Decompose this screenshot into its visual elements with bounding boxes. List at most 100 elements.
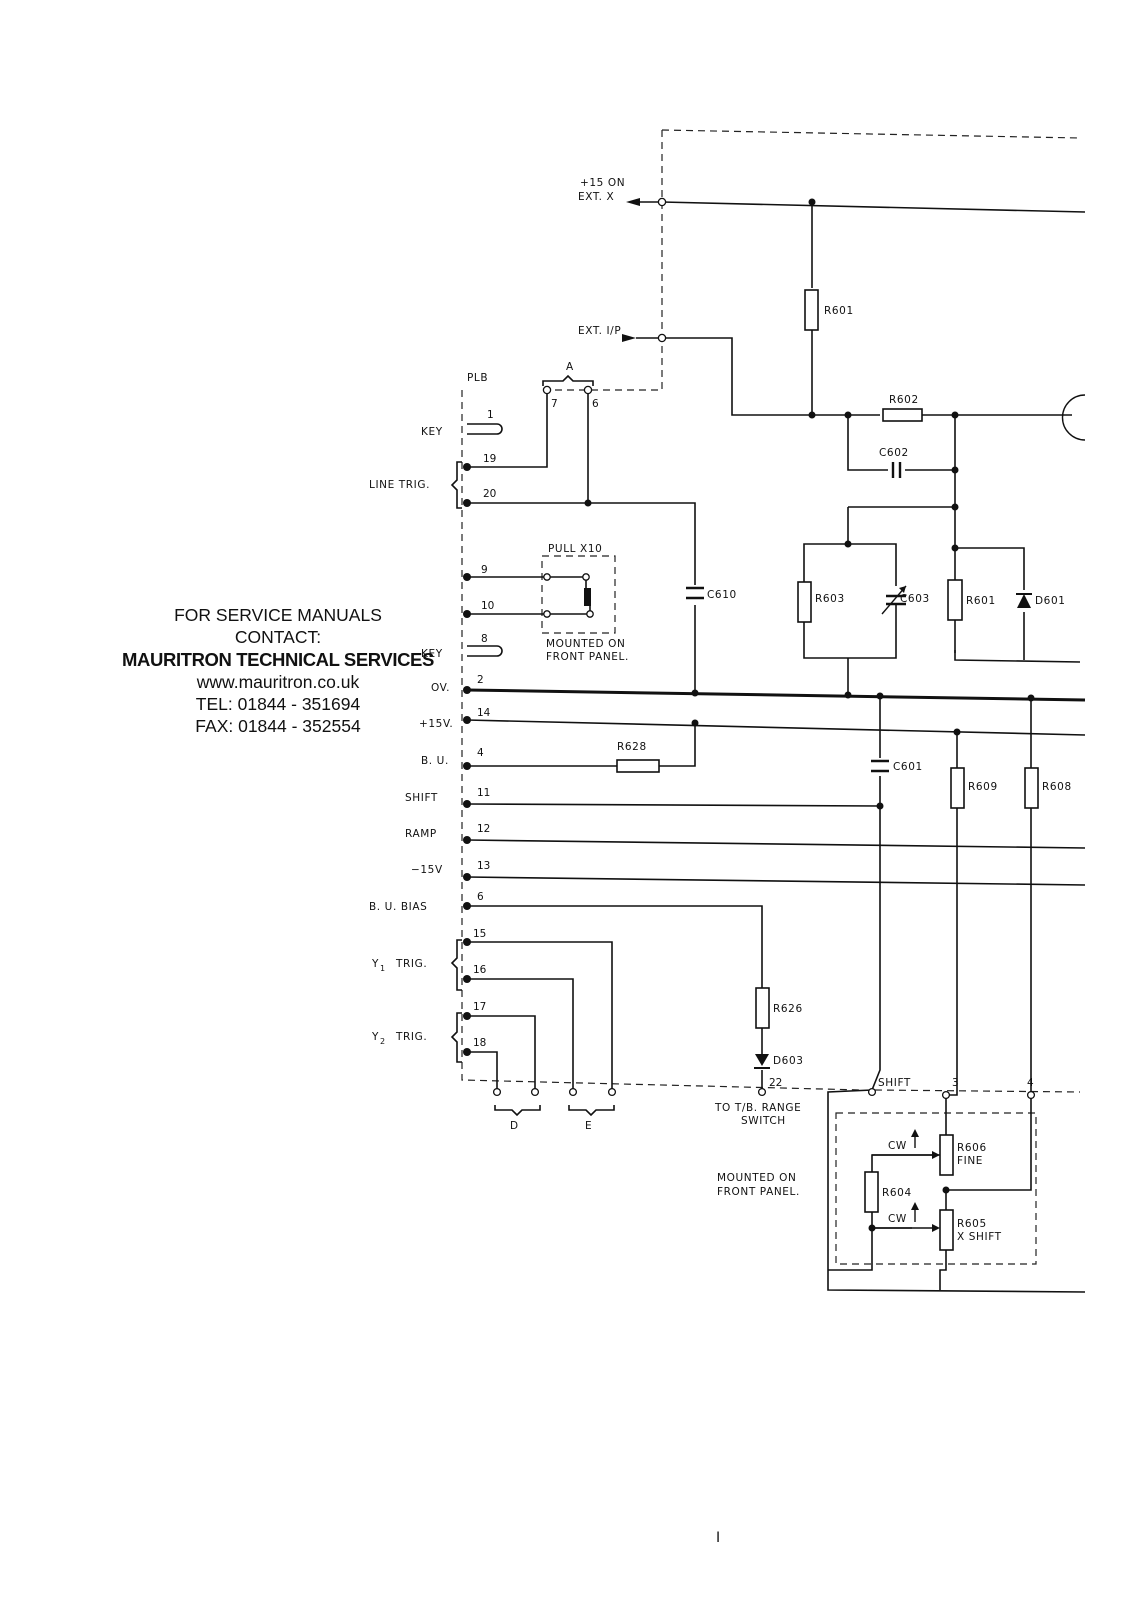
contact-fax: FAX: 01844 - 352554 <box>195 716 361 736</box>
label-c610: C610 <box>707 589 737 601</box>
wiring <box>466 201 1086 1293</box>
label-ov: OV. <box>431 682 450 694</box>
label-x-shift: X SHIFT <box>957 1231 1002 1243</box>
line-trig-bracket <box>450 461 462 509</box>
note-cw-2: CW <box>888 1213 907 1225</box>
label-c602: C602 <box>879 447 909 459</box>
label-r606: R606 <box>957 1142 987 1154</box>
label-r602: R602 <box>889 394 919 406</box>
resistor-r604 <box>864 1171 879 1213</box>
resistor-r626 <box>755 987 770 1029</box>
label-ext-ip: EXT. I/P <box>578 325 621 337</box>
junction-dots <box>463 198 1035 1232</box>
pin-shift: SHIFT <box>878 1077 911 1089</box>
y1-trig-bracket <box>450 939 462 991</box>
svg-text:2: 2 <box>380 1037 385 1046</box>
label-minus15v: −15V <box>411 864 443 876</box>
pin-a6: 6 <box>592 398 599 410</box>
label-key-1: KEY <box>421 426 443 438</box>
note-mounted-2b: FRONT PANEL. <box>717 1186 800 1198</box>
pin-22: 22 <box>769 1077 782 1089</box>
output-connector-arc <box>1061 394 1086 441</box>
label-plus15v: +15V. <box>419 718 453 730</box>
board-boundary <box>461 129 1081 1093</box>
label-c603: C603 <box>900 593 930 605</box>
group-e-bracket <box>568 1105 615 1117</box>
service-contact-block: FOR SERVICE MANUALS CONTACT: MAURITRON T… <box>118 604 438 737</box>
pin-4-out: 4 <box>1027 1077 1034 1089</box>
pin-8: 8 <box>481 633 488 645</box>
capacitor-c601 <box>871 759 889 773</box>
label-d603: D603 <box>773 1055 804 1067</box>
label-plb: PLB <box>467 372 488 384</box>
label-r609: R609 <box>968 781 998 793</box>
note-cw-1: CW <box>888 1140 907 1152</box>
potentiometer-r606 <box>939 1134 954 1176</box>
capacitor-c602 <box>891 462 902 478</box>
svg-text:1: 1 <box>380 964 385 973</box>
label-r628: R628 <box>617 741 647 753</box>
note-pull-x10: PULL X10 <box>548 543 602 555</box>
pin-19: 19 <box>483 453 496 465</box>
pin-2: 2 <box>477 674 484 686</box>
note-mounted-1: MOUNTED ON <box>546 638 625 650</box>
label-group-e: E <box>585 1120 592 1132</box>
pin-18: 18 <box>473 1037 486 1049</box>
pin-4: 4 <box>477 747 484 759</box>
pin-3: 3 <box>952 1077 959 1089</box>
label-shift: SHIFT <box>405 792 438 804</box>
label-line-trig: LINE TRIG. <box>369 479 430 491</box>
note-mounted-1b: FRONT PANEL. <box>546 651 629 663</box>
resistor-r601a <box>804 289 819 331</box>
pin-15: 15 <box>473 928 486 940</box>
diode-d601 <box>1016 593 1032 608</box>
label-d601: D601 <box>1035 595 1066 607</box>
label-fine: FINE <box>957 1155 983 1167</box>
label-key-2: KEY <box>421 648 443 660</box>
capacitor-c610 <box>686 586 704 600</box>
pin-17: 17 <box>473 1001 486 1013</box>
pin-12: 12 <box>477 823 490 835</box>
contact-website: www.mauritron.co.uk <box>196 672 360 692</box>
resistor-r608 <box>1024 767 1039 809</box>
contact-telephone: TEL: 01844 - 351694 <box>195 694 361 714</box>
pin-14: 14 <box>477 707 491 719</box>
key-pin-8 <box>467 645 503 657</box>
label-y1-trig: Y 1 TRIG. <box>371 958 427 973</box>
resistor-r628 <box>616 759 660 773</box>
page-mark: I <box>716 1530 720 1546</box>
resistor-r602 <box>882 408 923 422</box>
ext-x-arrow-icon <box>626 198 640 206</box>
label-r626: R626 <box>773 1003 803 1015</box>
label-bu-bias: B. U. BIAS <box>369 901 427 913</box>
potentiometer-r605 <box>939 1209 954 1251</box>
resistor-r603 <box>797 581 812 623</box>
y2-trig-bracket <box>450 1012 462 1063</box>
pin-20: 20 <box>483 488 496 500</box>
group-d-bracket <box>494 1105 541 1117</box>
svg-text:Y: Y <box>371 958 379 970</box>
label-c601: C601 <box>893 761 923 773</box>
svg-text:TRIG.: TRIG. <box>395 958 427 970</box>
svg-text:Y: Y <box>371 1031 379 1043</box>
pin-6: 6 <box>477 891 484 903</box>
svg-text:TRIG.: TRIG. <box>395 1031 427 1043</box>
terminals <box>492 197 1036 1100</box>
key-pin-1 <box>467 423 503 435</box>
variable-capacitor-c603 <box>881 585 907 622</box>
resistor-r609 <box>950 767 965 809</box>
cw-arrow-icon <box>872 1129 940 1232</box>
note-to-tb-range: TO T/B. RANGE <box>714 1102 801 1114</box>
pin-16: 16 <box>473 964 487 976</box>
ext-ip-arrow-icon <box>622 334 636 342</box>
note-switch: SWITCH <box>741 1115 786 1127</box>
label-bu: B. U. <box>421 755 449 767</box>
pin-10: 10 <box>481 600 494 612</box>
resistor-r601b <box>947 579 963 621</box>
contact-company: MAURITRON TECHNICAL SERVICES <box>122 649 434 670</box>
pin-9: 9 <box>481 564 488 576</box>
ov-bus <box>466 688 1086 702</box>
label-plus15-on: +15 ON <box>580 177 625 189</box>
